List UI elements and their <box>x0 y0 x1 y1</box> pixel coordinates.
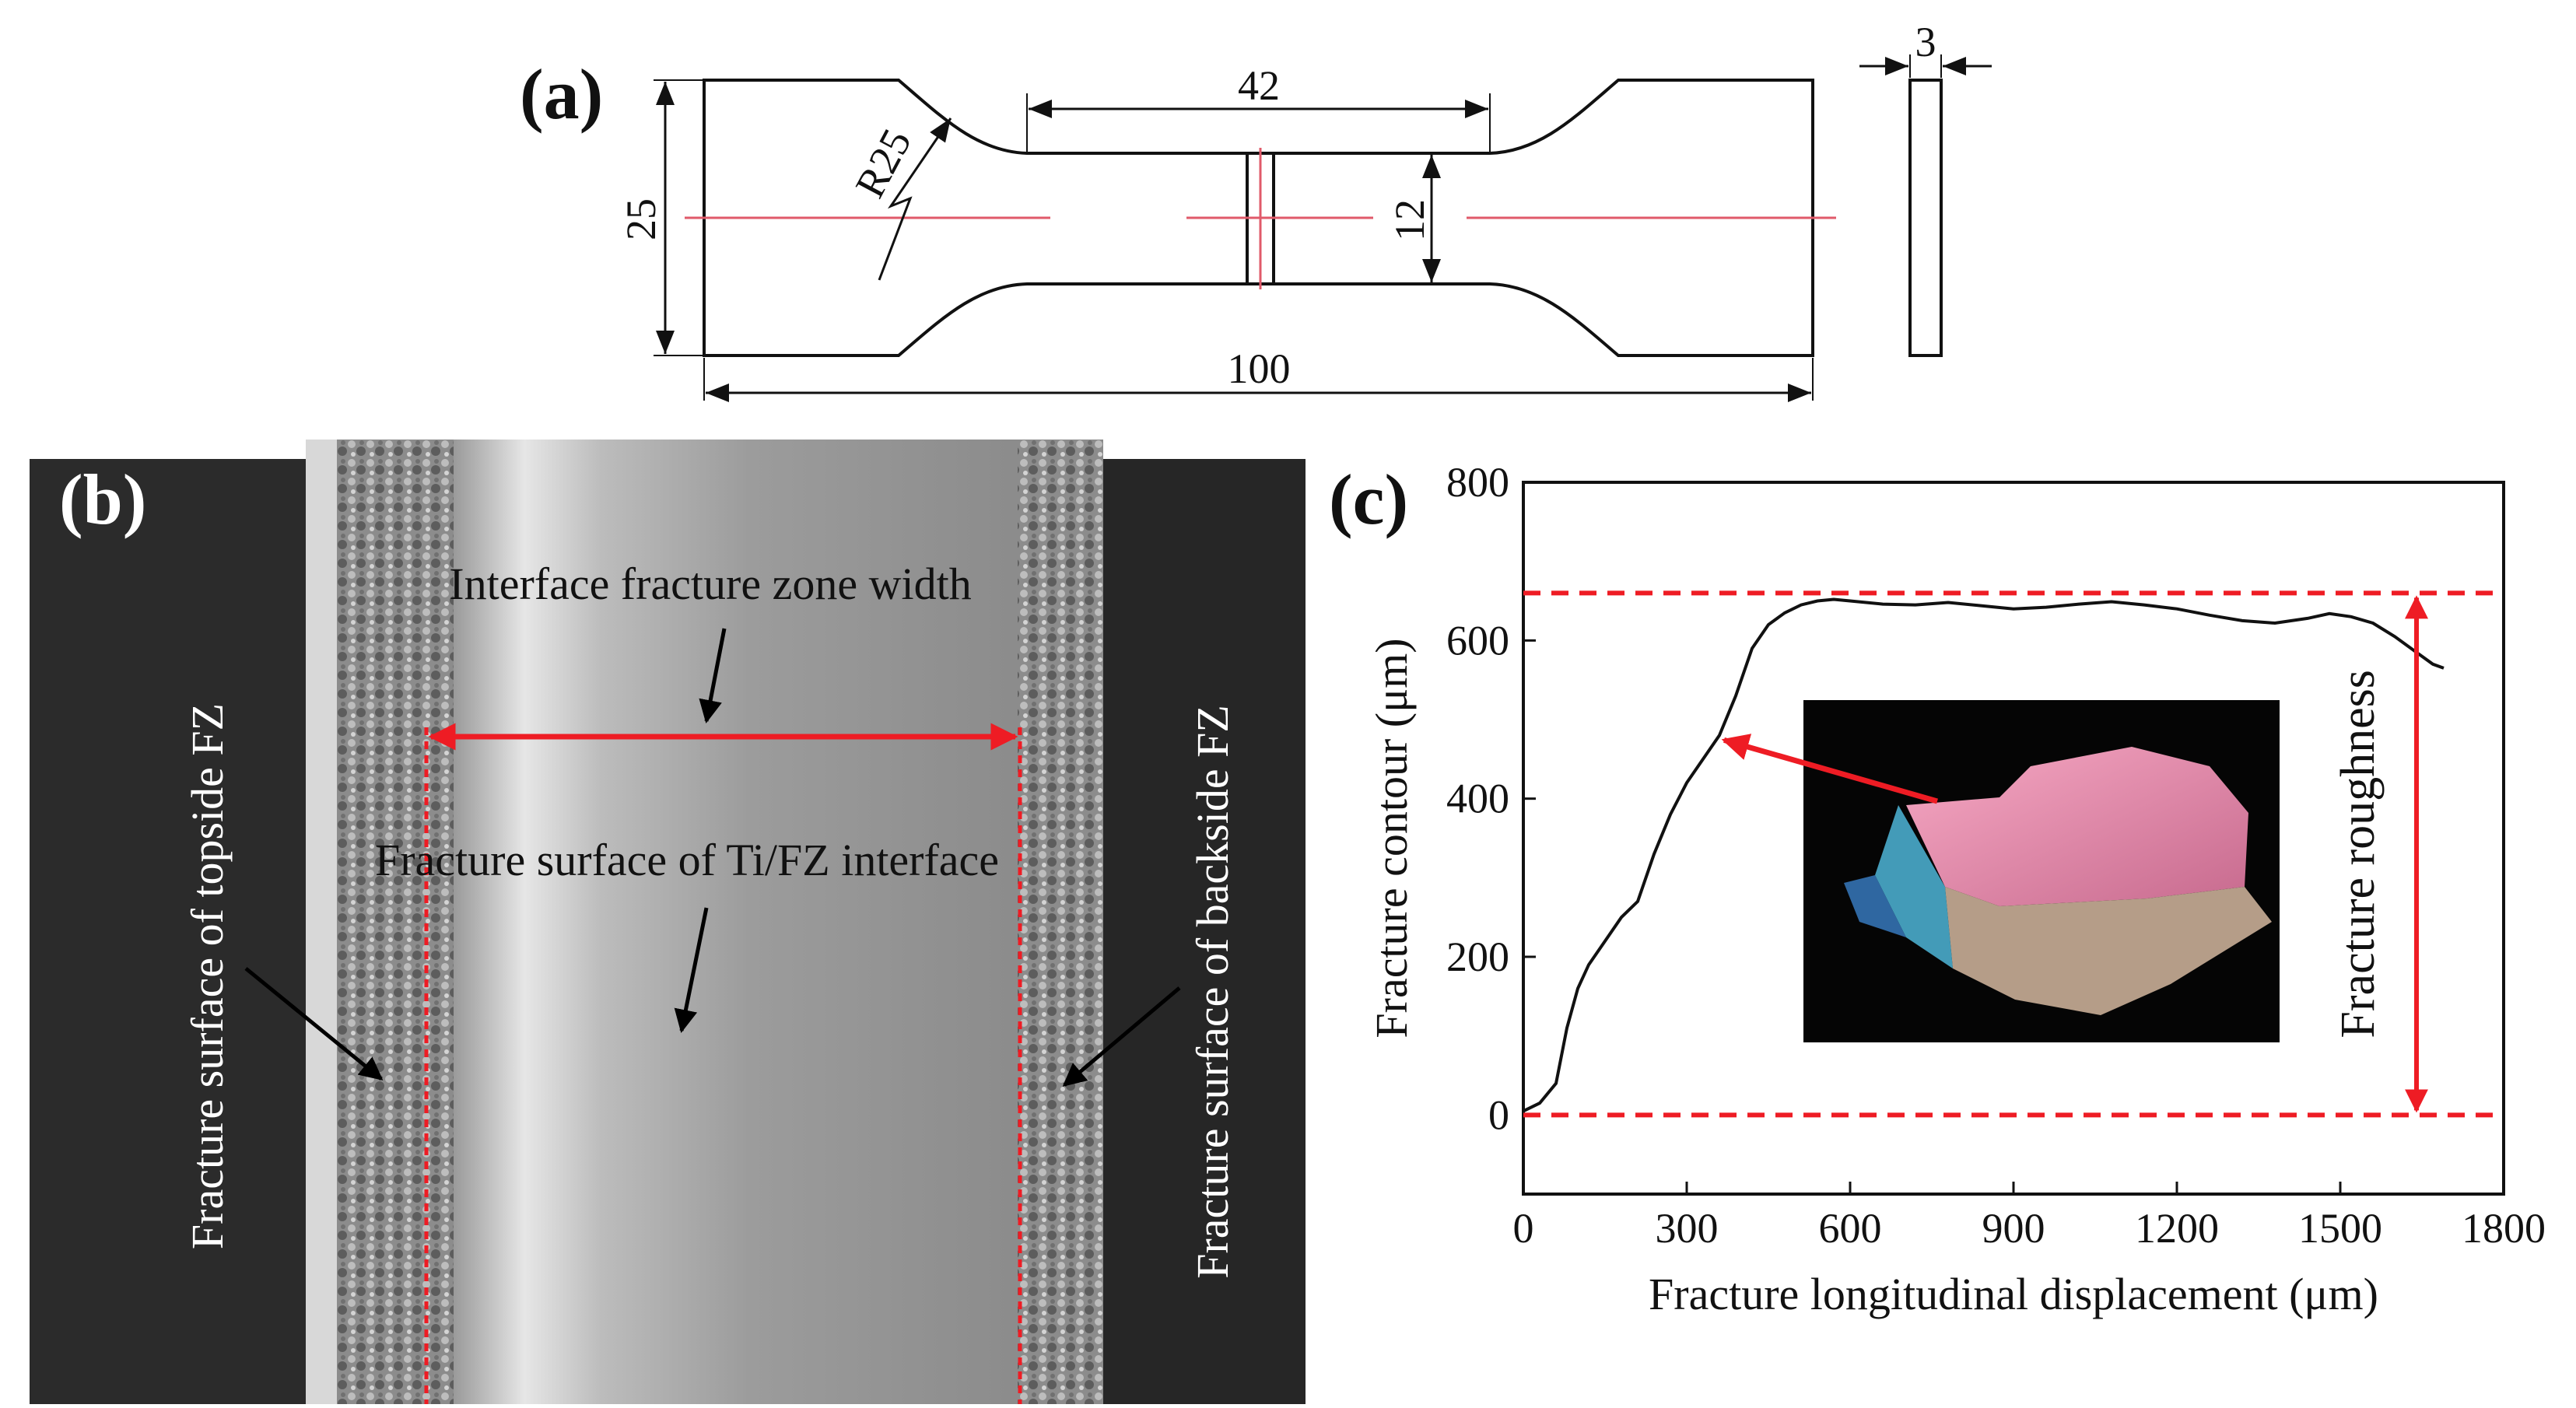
sem-top-white-gap <box>30 440 306 459</box>
annotation-topside: Fracture surface of topside FZ <box>182 703 233 1249</box>
annotation-interface-surface: Fracture surface of Ti/FZ interface <box>375 835 999 885</box>
y-tick-label: 200 <box>1446 933 1509 980</box>
specimen-outline <box>703 79 1814 357</box>
sem-image-svg: (b) Interface fracture zone width Fractu… <box>30 440 1306 1404</box>
sem-topside-fz-texture <box>337 440 454 1404</box>
plot-area: 0 300 600 900 1200 1500 1800 0 200 400 600 800 <box>1446 459 2546 1252</box>
dim-gauge-width-value: 12 <box>1386 199 1433 241</box>
sem-interface-region <box>454 440 1045 1404</box>
inset-3d-image <box>1803 700 2280 1042</box>
x-tick-label: 1200 <box>2135 1205 2219 1252</box>
annotation-arrow-interface <box>674 907 709 1033</box>
panel-a-label: (a) <box>520 54 603 134</box>
annotation-backside: Fracture surface of backside FZ <box>1187 705 1238 1279</box>
x-tick-label: 300 <box>1656 1205 1719 1252</box>
sem-edge-bright <box>306 440 337 1404</box>
contour-series-line <box>1523 597 2445 1113</box>
dim-gauge-length-value: 42 <box>1238 62 1280 109</box>
x-tick-label: 1500 <box>2298 1205 2382 1252</box>
x-tick-label: 0 <box>1513 1205 1534 1252</box>
specimen-side-view <box>1908 79 1943 357</box>
y-tick-label: 600 <box>1446 617 1509 664</box>
x-tick-label: 900 <box>1982 1205 2045 1252</box>
y-tick-label: 800 <box>1446 459 1509 506</box>
dim-length-value: 100 <box>1228 345 1291 392</box>
inset-pointer-arrow <box>1721 734 1938 804</box>
specimen-drawing-svg: (a) 25 100 42 12 R25 <box>520 19 1992 402</box>
sem-backside-fz-texture <box>1018 440 1103 1404</box>
annotation-zone-width: Interface fracture zone width <box>449 559 971 609</box>
annotation-arrow-backside <box>1062 986 1181 1087</box>
panel-a-specimen-drawing: (a) 25 100 42 12 R25 <box>0 0 2576 412</box>
dim-thickness-value: 3 <box>1915 19 1936 65</box>
y-axis-label: Fracture contour (μm) <box>1366 638 1417 1038</box>
x-axis-label: Fracture longitudinal displacement (μm) <box>1649 1269 2378 1319</box>
dim-height-value: 25 <box>618 198 664 240</box>
x-tick-label: 1800 <box>2462 1205 2546 1252</box>
dim-radius-value: R25 <box>846 121 920 205</box>
radius-leader <box>878 117 952 281</box>
sem-top-white-gap <box>1103 440 1306 459</box>
panel-c-label: (c) <box>1329 460 1408 539</box>
y-tick-label: 0 <box>1488 1091 1509 1138</box>
panel-b-sem-image: (b) Interface fracture zone width Fractu… <box>30 440 1306 1404</box>
panel-b-label: (b) <box>59 460 146 539</box>
roughness-label: Fracture roughness <box>2332 670 2385 1038</box>
x-tick-label: 600 <box>1819 1205 1882 1252</box>
sem-right-dark <box>1103 459 1306 1404</box>
y-tick-label: 400 <box>1446 776 1509 822</box>
annotation-arrow-zone-width <box>699 628 727 723</box>
annotation-arrow-topside <box>244 967 384 1081</box>
